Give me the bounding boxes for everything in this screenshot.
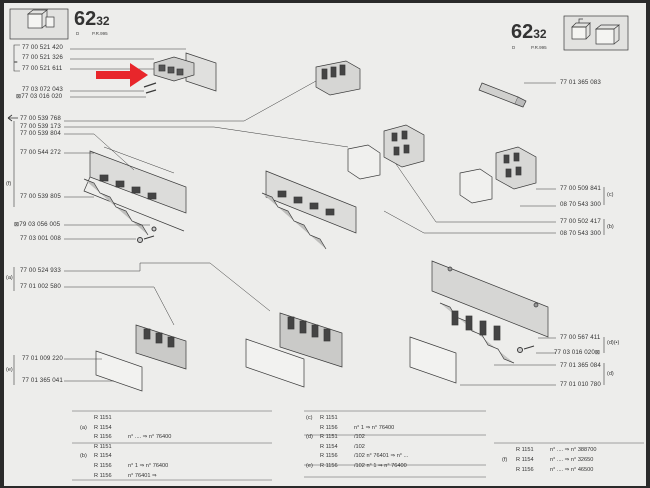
group-label: (a)	[6, 275, 13, 281]
table-group-label: (c)	[306, 415, 313, 421]
table-note: /102	[354, 434, 365, 441]
relay-socket-far-right	[459, 146, 537, 204]
table-group-label: (a)	[80, 424, 87, 431]
table-note: n° .... ⇒ n° 46500	[550, 467, 594, 473]
part-number: 77 00 544 272	[20, 149, 61, 156]
table-note: n° 76401 ⇒	[128, 472, 157, 479]
section-icon-left	[9, 8, 69, 40]
fuse-bracket-left	[83, 146, 187, 236]
part-number: 08 70 543 300	[560, 230, 601, 237]
table-model: R 1151	[94, 415, 112, 421]
fuse-box-center-lower	[245, 312, 343, 388]
fuse-bracket-center	[261, 170, 357, 250]
table-group-label: (d)	[306, 434, 313, 441]
page-pr-left: P.R.995	[92, 31, 108, 36]
table-model: R 1156	[320, 453, 338, 460]
part-number: 77 01 002 580	[20, 283, 61, 290]
screws	[137, 226, 535, 353]
table-note: n° .... ⇒ n° 32650	[550, 457, 594, 463]
group-brackets	[13, 44, 605, 385]
table-group-label: (f)	[502, 457, 508, 463]
fuse-bracket-right	[409, 260, 549, 384]
part-number: 77 01 365 084	[560, 362, 601, 369]
relay-socket-middle-right	[347, 124, 425, 180]
table-model: R 1151	[320, 415, 338, 421]
section-icon-right	[563, 15, 629, 51]
table-model: R 1156	[320, 463, 338, 469]
group-label: (b)	[607, 224, 614, 230]
table-group-label: (b)	[80, 453, 87, 460]
parts-catalog-page: 6232 D P.R.995 6232 D P.R.995	[4, 3, 646, 486]
table-model: R 1154	[320, 443, 338, 450]
group-label: (f)	[6, 181, 12, 187]
table-model: R 1156	[516, 467, 534, 473]
table-note: n° 1 ⇒ n° 76400	[128, 463, 169, 469]
group-label: (d)(•)	[607, 340, 620, 346]
part-number: 77 03 016 020⊠	[554, 349, 601, 356]
table-model: R 1156	[94, 434, 112, 441]
part-number: 77 00 509 841	[560, 185, 601, 192]
equivalence-sign: =	[14, 59, 18, 66]
table-group-label: (e)	[306, 463, 313, 469]
part-number: 77 00 521 420	[22, 44, 63, 51]
page-number-left: 6232	[74, 8, 110, 30]
leader-lines	[64, 48, 556, 386]
table-note: n° .... ⇒ n° 76400	[128, 434, 172, 441]
part-number: 77 00 521 611	[22, 65, 63, 72]
red-callout-arrow	[96, 63, 148, 87]
table-grid	[72, 410, 644, 481]
connector-top-center	[315, 60, 361, 96]
part-number: 77 00 524 933	[20, 267, 61, 274]
part-number: 08 70 543 300	[560, 201, 601, 208]
table-model: R 1151	[516, 447, 534, 453]
part-number: 77 00 521 326	[22, 54, 63, 61]
part-number: 77 00 539 805	[20, 193, 61, 200]
table-note: /102	[354, 443, 365, 450]
part-number: 77 00 567 411	[560, 334, 601, 341]
page-pr-right: P.R.995	[531, 45, 547, 50]
table-model: R 1156	[94, 463, 112, 469]
exploded-view-drawing	[7, 8, 644, 481]
fuse-box-left-lower	[95, 324, 187, 392]
group-label: (d)	[607, 371, 614, 377]
part-number: ⊠77 03 016 020	[16, 93, 63, 100]
page-number-right: 6232	[511, 21, 547, 43]
table-note: /102 n° 76401 ⇒ n° ...	[354, 453, 409, 460]
table-model: R 1156	[94, 472, 112, 479]
group-label: (c)	[607, 192, 614, 198]
part-number: 77 01 010 780	[560, 381, 601, 388]
part-number: 77 00 539 768	[20, 115, 61, 122]
table-model: R 1151	[320, 434, 338, 441]
table-model: R 1156	[320, 424, 338, 431]
table-model: R 1154	[94, 424, 112, 431]
pointer-arrow-left	[7, 114, 18, 122]
table-model: R 1154	[94, 453, 112, 460]
part-number: 77 01 365 041	[22, 377, 63, 384]
table-note: n° .... ⇒ n° 388700	[550, 447, 597, 453]
group-label: (e)	[6, 367, 13, 373]
table-note: n° 1 ⇒ n° 76400	[354, 424, 395, 431]
page-d-right: D	[512, 45, 516, 50]
table-model: R 1154	[516, 457, 534, 463]
relay-base-top	[143, 52, 217, 94]
pin-top-right	[478, 82, 527, 108]
part-number: 77 01 365 083	[560, 79, 601, 86]
part-number: 77 03 072 043	[22, 86, 63, 93]
part-number: 77 00 539 173	[20, 123, 61, 130]
table-model: R 1151	[94, 443, 112, 450]
part-number: 77 00 539 804	[20, 130, 61, 137]
part-number: 77 00 502 417	[560, 218, 601, 225]
page-d-left: D	[76, 31, 80, 36]
table-note: /102 n° 1 ⇒ n° 76400	[354, 463, 407, 469]
part-number: 77 01 009 220	[22, 355, 63, 362]
part-number: 77 03 001 008	[20, 235, 61, 242]
part-number: ⊠79 03 056 005	[14, 221, 61, 228]
